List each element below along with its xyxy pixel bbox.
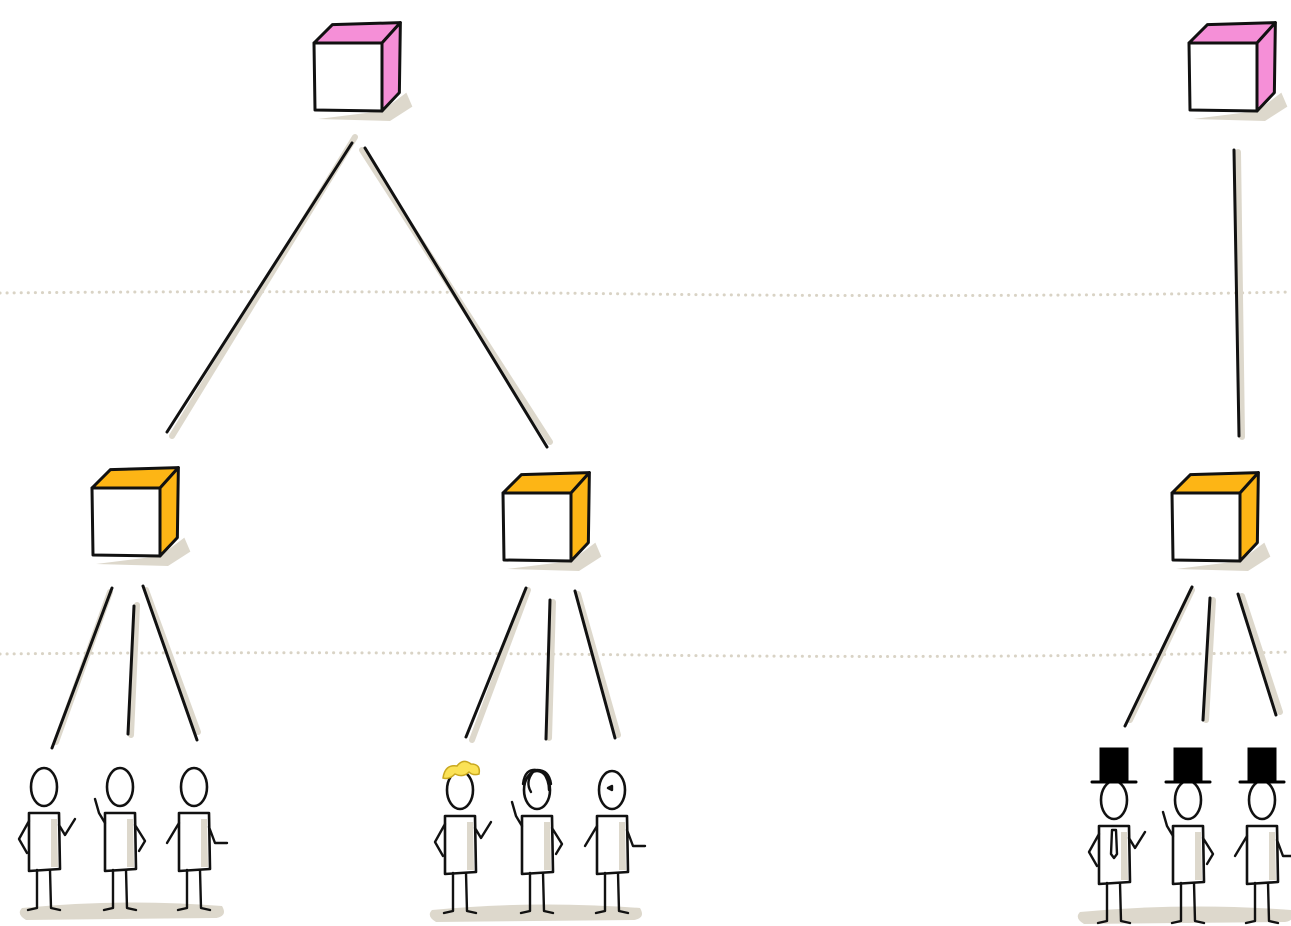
person-figure-group-3-2 [1161,747,1215,925]
person-figure-group-2-2 [510,768,564,915]
pink-cube-icon-right [1187,21,1288,121]
connector-top-to-mid-solo [1232,148,1245,440]
orange-cube-icon-1 [90,466,191,566]
person-figure-group-3-3 [1233,747,1291,925]
connector-mid1-to-people [50,584,201,750]
ground-shadow-group-3 [1077,906,1291,924]
orange-cube-icon-2 [501,471,602,571]
connector-mid2-to-people [464,586,621,743]
person-figure-group-3-1 [1087,747,1147,925]
person-figure-group-1-1 [17,766,77,912]
person-figure-group-1-3 [165,766,229,912]
person-figure-group-1-2 [93,766,147,912]
orange-cube-icon-3 [1170,471,1271,571]
level-divider-upper [0,290,1291,298]
person-figure-group-2-1 [433,760,493,915]
ground-shadow-group-2 [429,904,642,922]
connector-top-to-mid-left [165,134,358,439]
pink-cube-icon-left [312,21,413,121]
connector-top-to-mid-right [359,146,553,449]
level-divider-lower [0,650,1291,658]
connector-mid3-to-people [1123,585,1283,728]
ground-shadow-group-1 [19,902,224,920]
person-figure-group-2-3 [583,769,647,915]
